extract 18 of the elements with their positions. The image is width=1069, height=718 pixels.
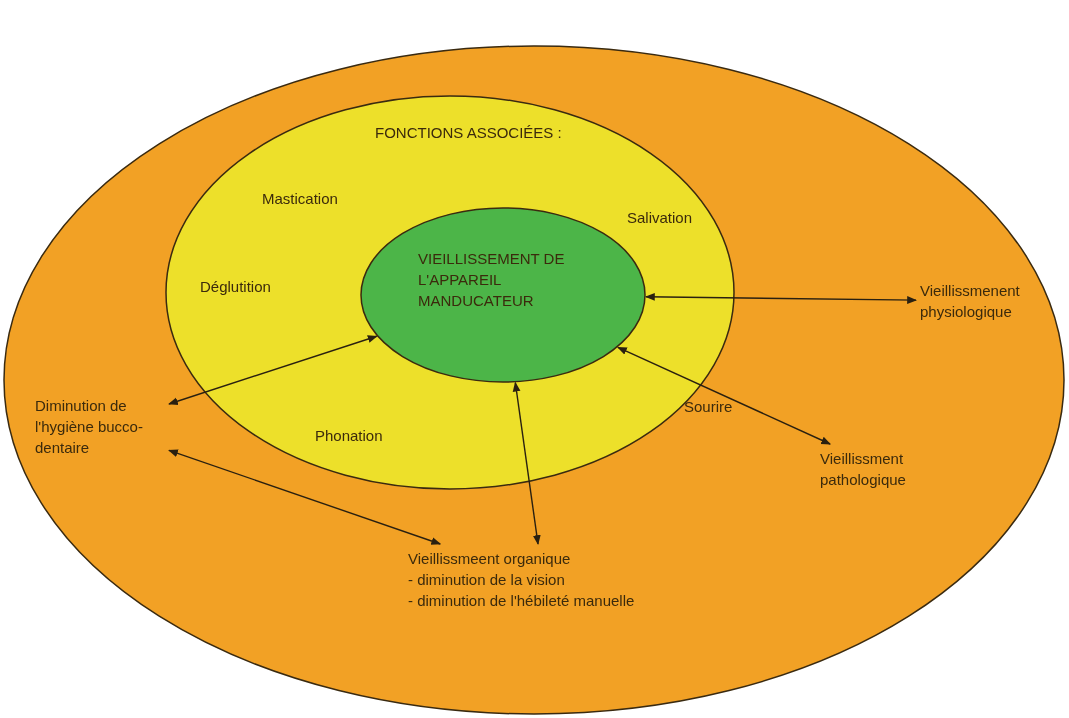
- function-label: Salivation: [627, 208, 693, 228]
- arrow: [645, 292, 917, 304]
- factor-label: Vieillissment pathologique: [820, 448, 950, 490]
- arrow: [512, 381, 541, 545]
- arrow: [168, 449, 442, 545]
- center-label: VIEILLISSEMENT DE L'APPAREIL MANDUCATEUR: [418, 249, 566, 311]
- arrow: [617, 346, 831, 445]
- list-item: - diminution de la vision: [408, 570, 566, 590]
- function-label: Sourire: [684, 397, 733, 417]
- function-label: Phonation: [315, 426, 383, 446]
- arrow: [168, 335, 378, 405]
- function-label: Déglutition: [200, 277, 271, 297]
- factor-label: Vieillissmenent physiologique: [920, 280, 1055, 322]
- factor-label: Diminution de l'hygiène bucco-dentaire: [35, 395, 165, 458]
- list-item: - diminution de l'hébileté manuelle: [408, 591, 636, 611]
- heading-text: FONCTIONS ASSOCIÉES :: [375, 123, 562, 143]
- function-label: Mastication: [262, 189, 338, 209]
- factor-label: Vieillissmeent organique: [408, 549, 572, 569]
